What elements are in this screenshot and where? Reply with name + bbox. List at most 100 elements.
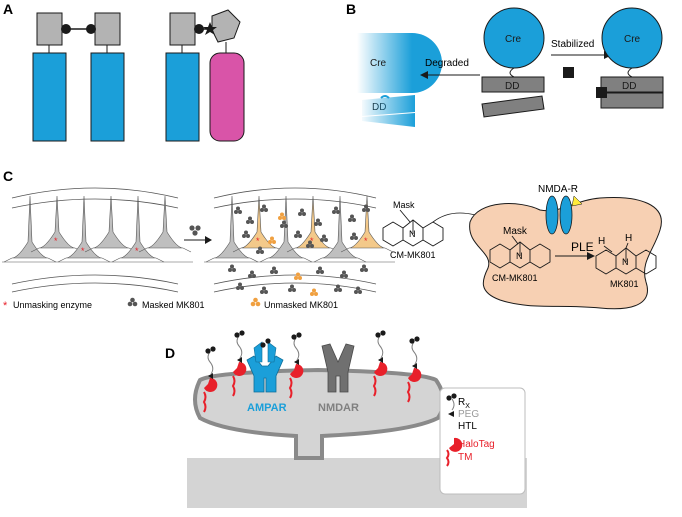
legend-masked-icon <box>127 297 138 307</box>
pyramidal-neuron <box>11 195 49 259</box>
panel-b-degraded-dd <box>362 95 415 127</box>
mk801-molecule <box>256 250 260 254</box>
mk801-molecule <box>236 286 240 290</box>
pyramidal-neuron <box>119 195 157 259</box>
stabilized-label: Stabilized <box>551 39 594 50</box>
nmdar-label: NMDAR <box>318 402 359 414</box>
legend-halotag-icon <box>445 437 463 467</box>
mk801-molecule <box>288 288 292 292</box>
pyramidal-neuron <box>65 195 103 259</box>
mk801-molecule <box>334 288 338 292</box>
mk801-molecule <box>280 224 284 228</box>
ampar-label: AMPAR <box>247 402 287 414</box>
mk801-molecule <box>246 220 250 224</box>
mk801-molecule <box>360 268 364 272</box>
peg-linker <box>293 337 300 361</box>
mk801-molecule <box>354 290 358 294</box>
ple-arrow <box>555 252 595 260</box>
mk801-molecule <box>228 268 232 272</box>
nmdar-receptor <box>321 343 355 393</box>
panel-d-letter: D <box>165 345 175 361</box>
n-atom-outside: N <box>409 229 416 239</box>
halotag-tm-anchor <box>372 375 377 397</box>
halotag-protein <box>290 363 304 378</box>
degraded-linker <box>380 95 390 99</box>
panel-d-legend-box <box>439 387 526 495</box>
legend-masked-mk801: Masked MK801 <box>142 300 205 310</box>
degraded-cre-label: Cre <box>370 58 387 69</box>
halotag-tm-anchor <box>202 391 207 413</box>
mk801-molecule <box>314 222 318 226</box>
rx-group <box>205 348 211 354</box>
stabilizer-ligand-square <box>563 67 574 78</box>
legend-unmasking-enzyme: Unmasking enzyme <box>13 300 92 310</box>
mk801-molecule <box>316 270 320 274</box>
panel-b-stabilized-construct <box>596 7 664 109</box>
stabilized-dd-label: DD <box>622 81 636 92</box>
mk801-molecule <box>270 270 274 274</box>
center-cre-label: Cre <box>505 34 522 45</box>
rx-group <box>234 332 240 338</box>
mask-label-outside: Mask <box>393 200 415 210</box>
stabilized-arrow <box>551 51 612 59</box>
peg-linker <box>377 335 384 359</box>
halotag-protein <box>204 377 218 392</box>
mask-label-inside: Mask <box>503 226 528 237</box>
panel-c-letter: C <box>3 168 13 184</box>
panel-b-center-construct <box>481 7 545 118</box>
h-left-label: H <box>598 236 605 247</box>
mk801-molecule <box>350 236 354 240</box>
pyramidal-neuron <box>294 195 332 249</box>
panel-a-letter: A <box>3 1 13 17</box>
ampar-receptor <box>246 338 284 393</box>
pyramidal-neuron <box>348 195 386 249</box>
peg-linker <box>236 335 243 359</box>
legend-tm: TM <box>458 452 472 463</box>
halotag-tm-anchor <box>288 377 293 399</box>
mk801-molecule <box>310 292 314 296</box>
htl-ligand <box>294 359 299 365</box>
degraded-label: Degraded <box>425 58 469 69</box>
nmda-r-channel <box>545 195 583 235</box>
mk801-molecule <box>248 274 252 278</box>
h-right-label: H <box>625 233 632 244</box>
mk801-molecule <box>268 240 272 244</box>
mk801-molecule <box>306 244 310 248</box>
htl-ligand <box>378 357 383 363</box>
peg-linker <box>411 341 418 365</box>
panel-a-right-dimer <box>165 9 245 142</box>
pyramidal-neuron <box>213 195 251 259</box>
panel-a-left-dimer <box>32 12 125 142</box>
legend-probe-icon <box>446 393 457 417</box>
panel-c-drug-application-arrow <box>184 225 212 244</box>
degraded-arrow <box>420 71 480 79</box>
halotag-tm-anchor <box>406 381 411 403</box>
panel-c-left-tissue <box>11 187 179 293</box>
htl-ligand <box>208 373 213 379</box>
mk801-molecule <box>234 210 238 214</box>
peg-linker <box>207 351 214 375</box>
mk801-molecule <box>320 238 324 242</box>
mk801-molecule <box>278 216 282 220</box>
unmasking-enzyme-mark: * <box>256 236 260 246</box>
n-atom-inside: N <box>516 251 523 261</box>
mk801-molecule <box>348 218 352 222</box>
legend-rx: RX <box>458 397 470 410</box>
mk801-molecule <box>260 208 264 212</box>
legend-unmasked-mk801: Unmasked MK801 <box>264 300 338 310</box>
htl-ligand <box>412 363 417 369</box>
cm-mk801-structure-outside <box>382 209 444 247</box>
mk801-molecule <box>294 234 298 238</box>
halotag-probes <box>202 330 422 413</box>
cm-mk801-label-outside: CM-MK801 <box>390 250 436 260</box>
n-atom-mk801: N <box>622 257 629 267</box>
cm-mk801-structure-inside <box>489 235 551 269</box>
stabilized-cre-label: Cre <box>624 34 641 45</box>
halotag-protein <box>374 361 388 376</box>
mk801-structure <box>595 242 657 275</box>
pyramidal-neuron <box>321 195 359 259</box>
legend-htl: HTL <box>458 421 477 432</box>
mk801-molecule <box>298 212 302 216</box>
legend-halotag: HaloTag <box>458 439 495 450</box>
